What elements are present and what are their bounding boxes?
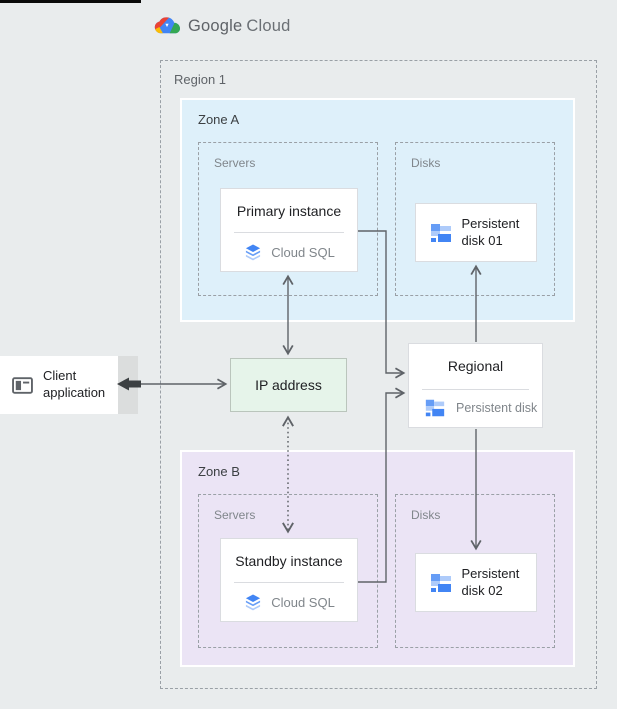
primary-instance-title: Primary instance: [236, 202, 342, 219]
ip-label: IP address: [255, 377, 322, 393]
product-label: Cloud SQL: [271, 594, 335, 610]
disk-label: Persistent disk 02: [461, 565, 520, 598]
disks-group-zone-a: Disks: [395, 142, 555, 296]
disks-label: Disks: [411, 156, 441, 170]
primary-instance-card: Primary instance Cloud SQL: [220, 188, 358, 272]
ip-address-box: IP address: [230, 358, 347, 412]
client-application-card: Client application: [0, 356, 138, 414]
google-cloud-logo-icon: [154, 17, 180, 34]
cloud-sql-icon: [246, 244, 261, 261]
standby-instance-card: Standby instance Cloud SQL: [220, 538, 358, 622]
client-card-edge: [118, 356, 138, 414]
standby-instance-product: Cloud SQL: [221, 583, 357, 621]
standby-instance-title: Standby instance: [235, 552, 343, 569]
regional-product-label: Persistent disk: [456, 401, 538, 416]
top-accent-bar: [0, 0, 141, 3]
persistent-disk-icon: [430, 573, 451, 592]
region-label: Region 1: [174, 72, 227, 87]
persistent-disk-02-card: Persistent disk 02: [415, 553, 537, 612]
card-divider: [234, 582, 344, 584]
card-divider: [234, 232, 344, 234]
region-container: Region 1: [160, 60, 597, 689]
client-label: Client application: [43, 368, 106, 400]
servers-label: Servers: [214, 156, 256, 170]
servers-label: Servers: [214, 508, 256, 522]
product-label: Cloud SQL: [271, 244, 335, 260]
primary-instance-product: Cloud SQL: [221, 233, 357, 271]
client-app-icon: [12, 376, 33, 394]
disks-label: Disks: [411, 508, 441, 522]
regional-title: Regional: [447, 358, 504, 375]
persistent-disk-icon: [430, 223, 451, 242]
cloud-sql-icon: [246, 594, 261, 611]
persistent-disk-icon: [425, 400, 445, 417]
regional-product: Persistent disk: [409, 390, 542, 427]
persistent-disk-01-card: Persistent disk 01: [415, 203, 537, 262]
disk-label: Persistent disk 01: [461, 215, 520, 248]
brand-word-cloud: Cloud: [246, 17, 291, 35]
card-divider: [422, 388, 529, 390]
zone-a-label: Zone A: [198, 112, 240, 127]
zone-b-label: Zone B: [198, 464, 240, 479]
regional-disk-card: Regional Persistent disk: [408, 343, 543, 428]
brand-word-google: Google: [188, 17, 243, 35]
